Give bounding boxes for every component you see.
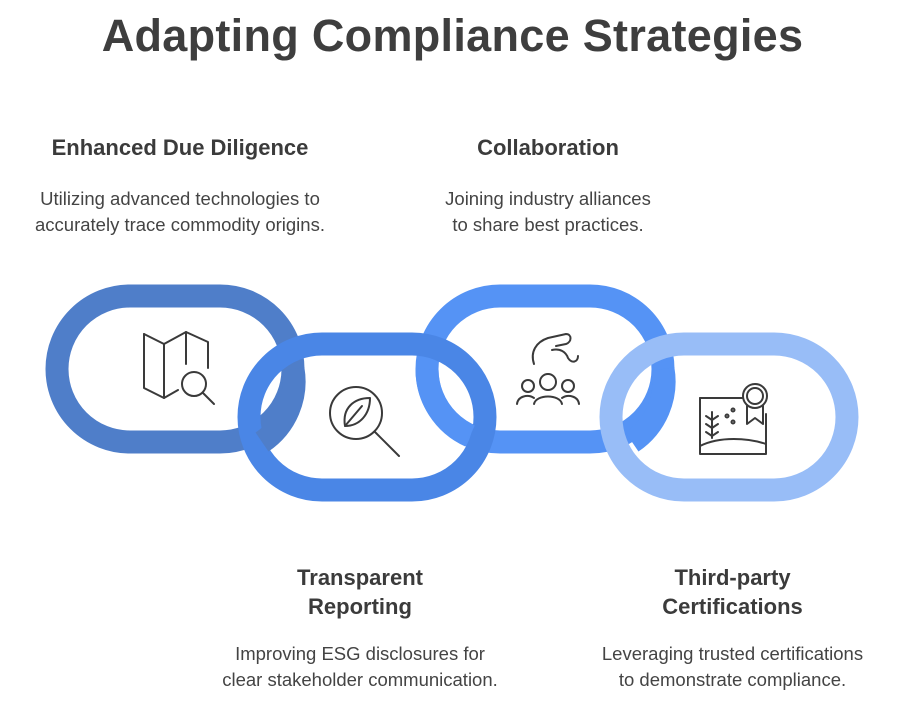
chain-overlap-1 — [255, 367, 306, 452]
chain-link-4 — [599, 332, 859, 502]
leaf-search-icon — [329, 386, 400, 457]
hand-group-icon — [516, 333, 580, 405]
desc-line: clear stakeholder communication. — [222, 668, 498, 690]
item-heading: Enhanced Due Diligence — [51, 135, 309, 160]
desc-line: Utilizing advanced technologies to — [40, 188, 320, 209]
desc-line: Joining industry alliances — [445, 188, 651, 209]
heading-line: Third-party — [674, 565, 791, 590]
item-transparent-reporting: Transparent Reporting Improving ESG disc… — [190, 563, 530, 692]
desc-line: accurately trace commodity origins. — [35, 213, 325, 235]
desc-line: to demonstrate compliance. — [618, 668, 847, 690]
desc-line: Leveraging trusted certifications — [601, 643, 864, 664]
item-third-party-certifications: Third-party Certifications Leveraging tr… — [560, 563, 905, 692]
chain-link-2 — [237, 332, 497, 502]
heading-line: Reporting — [308, 594, 412, 619]
desc-line: to share best practices. — [452, 213, 644, 235]
chain-overlap-3 — [625, 367, 676, 452]
item-heading: Third-party Certifications — [560, 563, 905, 621]
page-title: Adapting Compliance Strategies — [101, 10, 804, 61]
item-collaboration: Collaboration Joining industry alliances… — [368, 133, 728, 237]
item-description: Joining industry alliances to share best… — [368, 186, 728, 237]
item-description: Utilizing advanced technologies to accur… — [0, 186, 360, 237]
heading-line: Certifications — [662, 594, 803, 619]
certificate-icon — [699, 383, 768, 455]
desc-line: Improving ESG disclosures for — [235, 643, 485, 664]
item-due-diligence: Enhanced Due Diligence Utilizing advance… — [0, 133, 360, 237]
item-description: Improving ESG disclosures for clear stak… — [190, 641, 530, 692]
heading-line: Transparent — [297, 565, 423, 590]
item-description: Leveraging trusted certifications to dem… — [560, 641, 905, 692]
chain-overlap-2 — [415, 368, 476, 447]
item-heading: Transparent Reporting — [190, 563, 530, 621]
item-heading: Collaboration — [477, 135, 619, 160]
map-search-icon — [143, 331, 215, 405]
